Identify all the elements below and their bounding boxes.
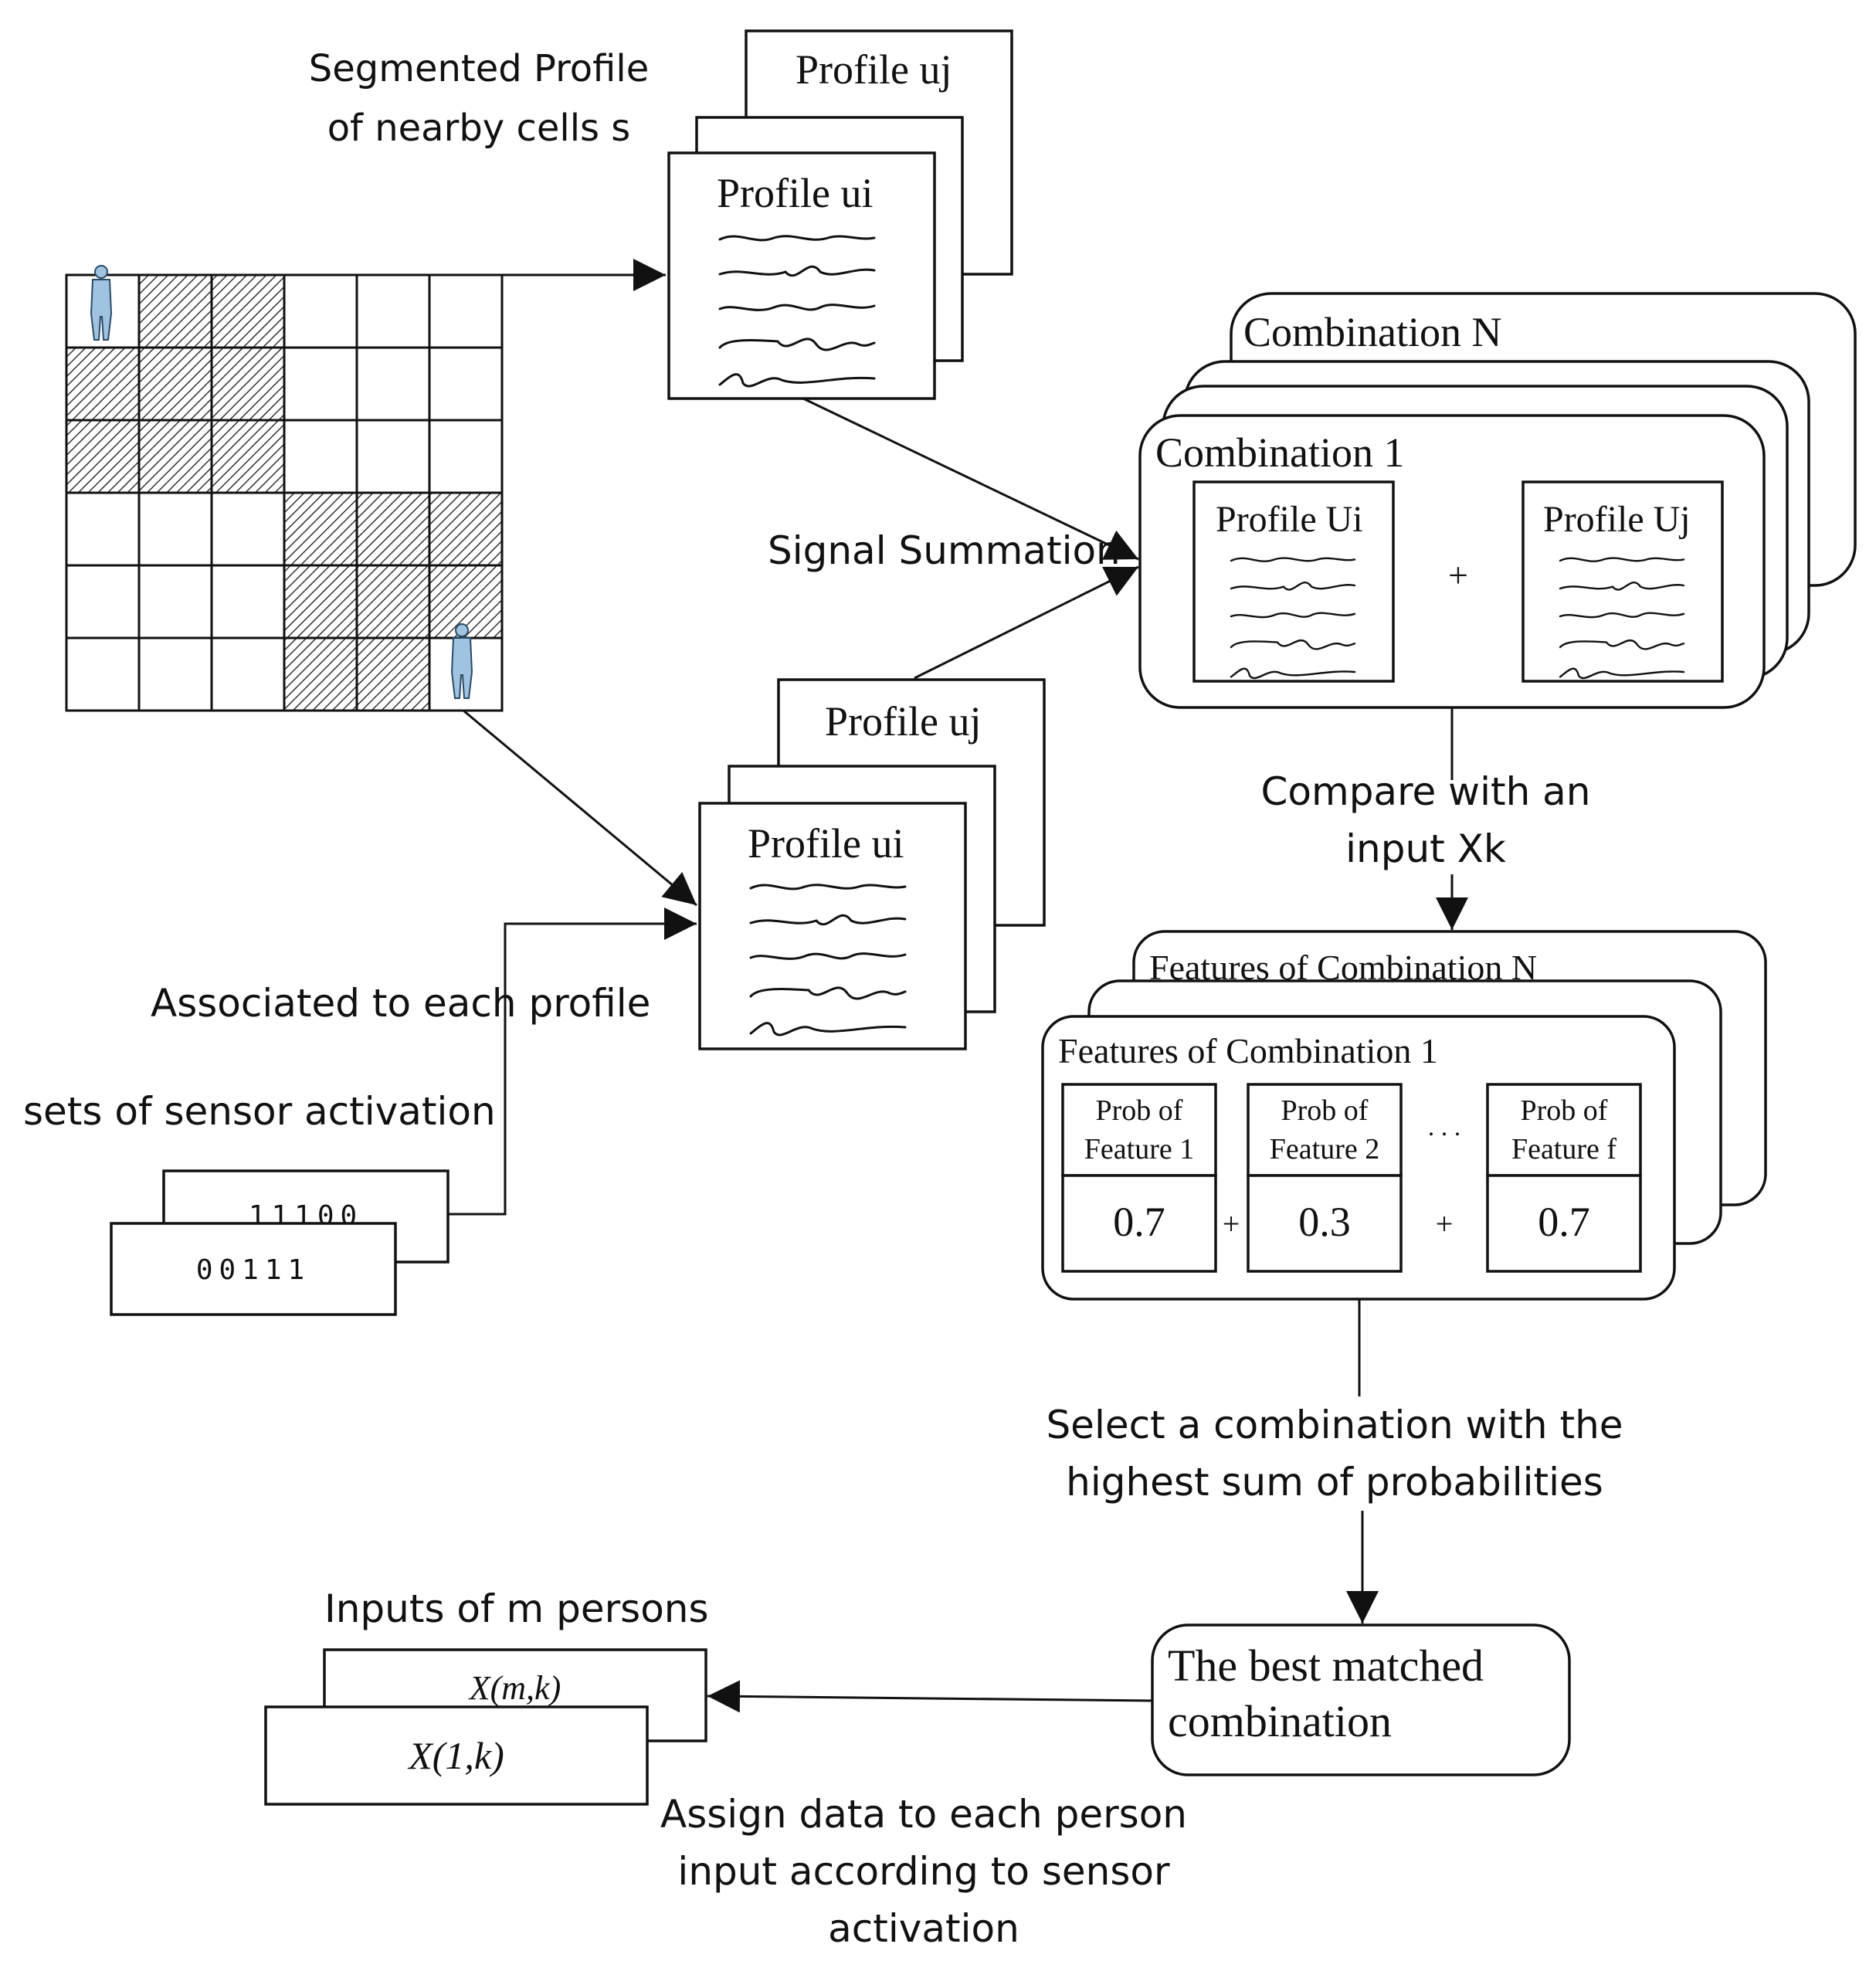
profile-card-title: Profile uj: [796, 46, 952, 93]
feature-prob-value: 0.7: [1538, 1199, 1590, 1245]
feature-prob-header: [1486, 1083, 1642, 1177]
person-input-stack: X(m,k) X(1,k): [264, 1648, 707, 1806]
plus-sign: +: [1448, 555, 1468, 595]
combination-stack: Combination N Combination 1 Profile Ui +…: [1138, 292, 1857, 709]
feature-prob-label: Prob of: [1521, 1094, 1608, 1127]
inputs-of-persons-label: Inputs of m persons: [324, 1586, 709, 1631]
assign-label: Assign data to each person: [660, 1792, 1187, 1837]
combination-title: Combination N: [1243, 309, 1502, 355]
bottom-profile-stack: Profile uj Profile ui: [698, 678, 1046, 1050]
ellipsis: . . .: [1428, 1113, 1461, 1142]
compare-input-label: input Xk: [1345, 826, 1506, 871]
feature-name-label: Feature f: [1511, 1133, 1616, 1165]
select-label-line2: highest sum of probabilities: [1066, 1460, 1603, 1505]
top-profile-stack: Profile uj Profile ui: [667, 29, 1013, 400]
features-stack: Features of Combination N Features of Co…: [1041, 930, 1767, 1301]
hatched-cell: [65, 419, 141, 494]
feature-prob-value: 0.3: [1298, 1199, 1351, 1245]
arrow-bottom-profiles-to-combination: [914, 565, 1139, 680]
feature-prob-label: Prob of: [1096, 1094, 1183, 1127]
hatched-cell: [210, 419, 286, 494]
hatched-cell: [210, 346, 286, 422]
profile-card-title: Profile ui: [717, 170, 873, 216]
best-matched-label-line2: combination: [1168, 1696, 1392, 1746]
sensor-sets-label: sets of sensor activation: [23, 1089, 496, 1134]
hatched-cell: [137, 419, 213, 494]
combination-title: Combination 1: [1155, 429, 1405, 476]
hatched-cell: [428, 491, 504, 567]
hatched-cell: [137, 346, 213, 422]
arrow-best-match-to-inputs: [707, 1680, 1153, 1713]
hatched-cell: [283, 636, 358, 712]
profile-card-front: [698, 802, 967, 1050]
select-label: Select a combination with the: [1046, 1403, 1623, 1447]
hatched-cell: [210, 273, 286, 349]
compare-label: Compare with an: [1260, 769, 1590, 814]
assign-label-line2: input according to sensor: [677, 1849, 1170, 1894]
signal-summation-label: Signal Summation: [768, 528, 1121, 573]
sensor-set-stack: 11100 00111: [110, 1169, 449, 1316]
arrow-grid-to-bottom-profiles: [463, 709, 697, 907]
assign-label-line3: activation: [828, 1906, 1019, 1951]
arrow-top-profiles-to-combination: [802, 397, 1139, 561]
combination-profile-title: Profile Ui: [1216, 499, 1363, 540]
arrow-sensor-sets-to-profiles: [448, 908, 697, 1216]
profile-card-front: [667, 151, 936, 400]
hatched-cell: [283, 564, 358, 640]
person-input-front: [264, 1705, 649, 1806]
person-icon: [90, 265, 112, 341]
profile-card-title: Profile ui: [748, 820, 904, 867]
combination-profile-card: [1521, 480, 1724, 683]
plus-sign: +: [1436, 1206, 1454, 1241]
hatched-cell: [355, 491, 431, 567]
hatched-cell: [355, 636, 431, 712]
hatched-cell: [65, 346, 141, 422]
combination-profile-title: Profile Uj: [1543, 499, 1691, 540]
sensor-set-front: [110, 1222, 397, 1316]
feature-name-label: Feature 2: [1270, 1133, 1379, 1165]
nearby-cells-label: of nearby cells s: [327, 107, 631, 150]
person-input-label: X(1,k): [407, 1734, 504, 1777]
plus-sign: +: [1223, 1206, 1240, 1241]
segmented-profile-label: Segmented Profile: [309, 47, 650, 90]
hatched-cell: [355, 564, 431, 640]
feature-name-label: Feature 1: [1084, 1133, 1194, 1165]
features-title: Features of Combination 1: [1058, 1031, 1438, 1070]
hatched-cell: [283, 491, 358, 567]
feature-prob-value-box: [1486, 1174, 1642, 1273]
sensor-set-value: 00111: [196, 1254, 310, 1286]
feature-prob-value-box: [1061, 1174, 1217, 1273]
floor-grid: [65, 265, 504, 712]
feature-prob-value-box: [1247, 1174, 1403, 1273]
hatched-cell: [137, 273, 213, 349]
best-matched-label: The best matched: [1168, 1640, 1484, 1691]
profile-card-title: Profile uj: [825, 698, 981, 745]
feature-prob-value: 0.7: [1113, 1199, 1165, 1245]
connectors: [448, 259, 1468, 1713]
associated-label: Associated to each profile: [151, 981, 650, 1026]
person-input-label: X(m,k): [468, 1669, 561, 1707]
combination-profile-card: [1192, 480, 1395, 683]
feature-prob-label: Prob of: [1281, 1094, 1369, 1127]
feature-prob-header: [1061, 1083, 1217, 1177]
